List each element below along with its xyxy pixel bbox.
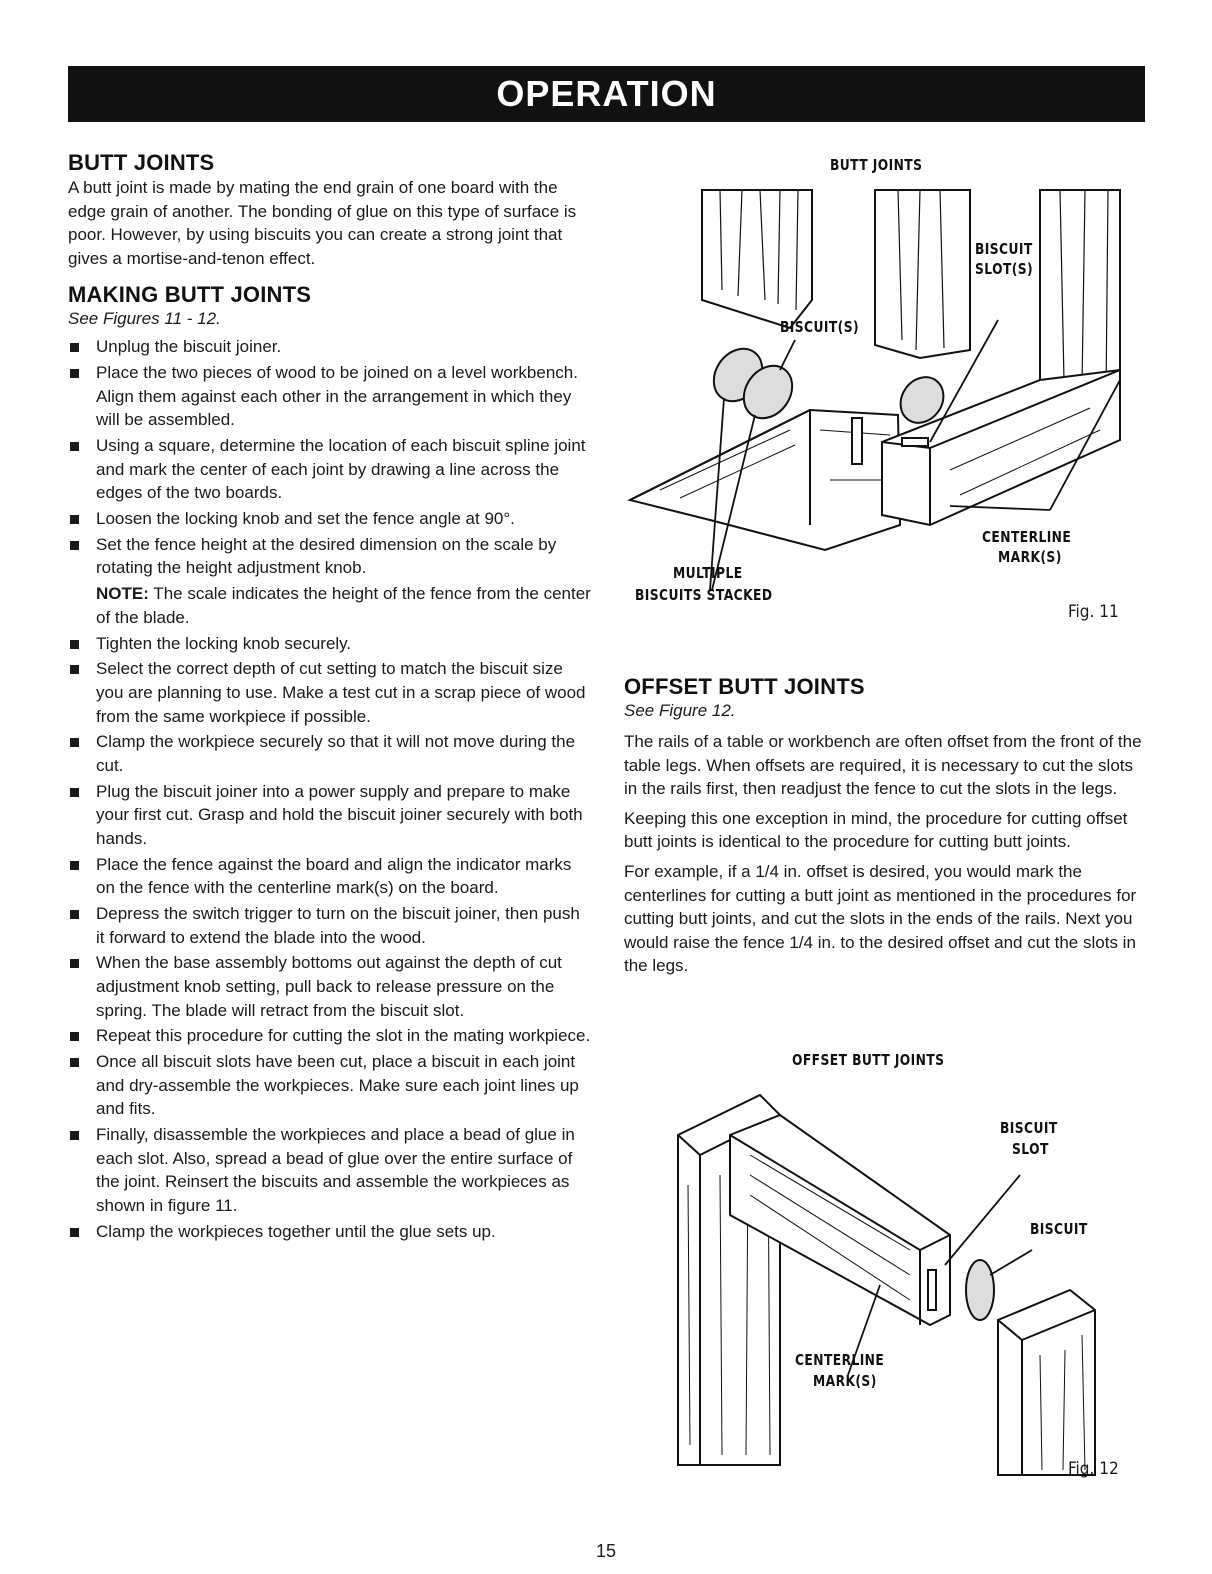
bullet-square-icon xyxy=(70,959,79,969)
list-item: Select the correct depth of cut setting … xyxy=(68,657,592,728)
list-item: Repeat this procedure for cutting the sl… xyxy=(68,1024,592,1048)
fig11-slot-label-1: BISCUIT xyxy=(975,240,1033,258)
list-item: Finally, disassemble the workpieces and … xyxy=(68,1123,592,1217)
list-item: Plug the biscuit joiner into a power sup… xyxy=(68,780,592,851)
bullet-square-icon xyxy=(70,787,79,797)
making-steps-list: Unplug the biscuit joiner. Place the two… xyxy=(68,335,592,580)
bullet-square-icon xyxy=(70,738,79,748)
fig11-multiple-label-1: MULTIPLE xyxy=(673,564,743,582)
bullet-square-icon xyxy=(70,1032,79,1042)
list-item: Set the fence height at the desired dime… xyxy=(68,533,592,580)
offset-paragraph-3: For example, if a 1/4 in. offset is desi… xyxy=(624,861,1137,976)
section-header: OPERATION xyxy=(68,66,1145,122)
figure-12: OFFSET BUTT JOINTS BISCUIT SLO xyxy=(620,1045,1140,1485)
bullet-square-icon xyxy=(70,369,79,379)
making-butt-joints-heading: MAKING BUTT JOINTS xyxy=(68,282,312,308)
bullet-square-icon xyxy=(70,1058,79,1068)
bullet-square-icon xyxy=(70,860,79,870)
list-item: Depress the switch trigger to turn on th… xyxy=(68,902,592,949)
bullet-square-icon xyxy=(70,540,79,550)
list-item: Unplug the biscuit joiner. xyxy=(68,335,592,359)
fig11-illustration xyxy=(627,189,1121,591)
bullet-square-icon xyxy=(70,1227,79,1237)
fig11-multiple-label-2: BISCUITS STACKED xyxy=(635,586,773,604)
note-text: The scale indicates the height of the fe… xyxy=(96,584,591,627)
fig12-caption: Fig. 12 xyxy=(1068,1459,1119,1479)
bullet-square-icon xyxy=(70,910,79,920)
making-steps-list-continued: Tighten the locking knob securely. Selec… xyxy=(68,632,592,1244)
fence-scale-note: NOTE: The scale indicates the height of … xyxy=(68,582,592,629)
fig11-centerline-label-2: MARK(S) xyxy=(998,548,1062,566)
bullet-square-icon xyxy=(70,343,79,353)
fig11-title: BUTT JOINTS xyxy=(830,156,923,174)
fig11-centerline-label-1: CENTERLINE xyxy=(982,528,1072,546)
list-item: When the base assembly bottoms out again… xyxy=(68,951,592,1022)
fig12-title: OFFSET BUTT JOINTS xyxy=(792,1051,945,1069)
fig12-biscuit-label: BISCUIT xyxy=(1030,1220,1088,1238)
fig12-slot-label-2: SLOT xyxy=(1012,1140,1049,1158)
bullet-square-icon xyxy=(70,639,79,649)
figure-11: BUTT JOINTS xyxy=(620,150,1140,630)
list-item: Clamp the workpiece securely so that it … xyxy=(68,730,592,777)
left-column: BUTT JOINTS A butt joint is made by mati… xyxy=(68,150,592,1246)
butt-joints-intro: A butt joint is made by mating the end g… xyxy=(68,178,577,268)
fig12-centerline-label-1: CENTERLINE xyxy=(795,1351,885,1369)
fig11-biscuits-label: BISCUIT(S) xyxy=(780,318,860,336)
butt-joints-heading: BUTT JOINTS xyxy=(68,150,215,175)
bullet-square-icon xyxy=(70,665,79,675)
list-item: Place the fence against the board and al… xyxy=(68,853,592,900)
list-item: Once all biscuit slots have been cut, pl… xyxy=(68,1050,592,1121)
fig12-centerline-label-2: MARK(S) xyxy=(813,1372,877,1390)
bullet-square-icon xyxy=(70,515,79,525)
list-item: Using a square, determine the location o… xyxy=(68,434,592,505)
offset-section: OFFSET BUTT JOINTS See Figure 12. The ra… xyxy=(624,674,1144,978)
bullet-square-icon xyxy=(70,1131,79,1141)
fig12-illustration xyxy=(677,1093,1096,1476)
list-item: Clamp the workpieces together until the … xyxy=(68,1220,592,1244)
fig12-slot-label-1: BISCUIT xyxy=(1000,1119,1058,1137)
note-label: NOTE: xyxy=(96,584,149,604)
offset-paragraph-1: The rails of a table or workbench are of… xyxy=(624,732,1142,799)
fig11-caption: Fig. 11 xyxy=(1068,602,1119,622)
list-item: Place the two pieces of wood to be joine… xyxy=(68,361,592,432)
offset-heading: OFFSET BUTT JOINTS xyxy=(624,674,865,699)
page-number: 15 xyxy=(595,1541,617,1561)
list-item: Tighten the locking knob securely. xyxy=(68,632,592,656)
list-item: Loosen the locking knob and set the fenc… xyxy=(68,507,592,531)
offset-see-figure: See Figure 12. xyxy=(624,701,736,720)
making-see-figures: See Figures 11 - 12. xyxy=(68,309,221,329)
bullet-square-icon xyxy=(70,442,79,452)
fig11-slot-label-2: SLOT(S) xyxy=(975,260,1034,278)
offset-paragraph-2: Keeping this one exception in mind, the … xyxy=(624,808,1128,852)
section-title: OPERATION xyxy=(496,73,717,114)
